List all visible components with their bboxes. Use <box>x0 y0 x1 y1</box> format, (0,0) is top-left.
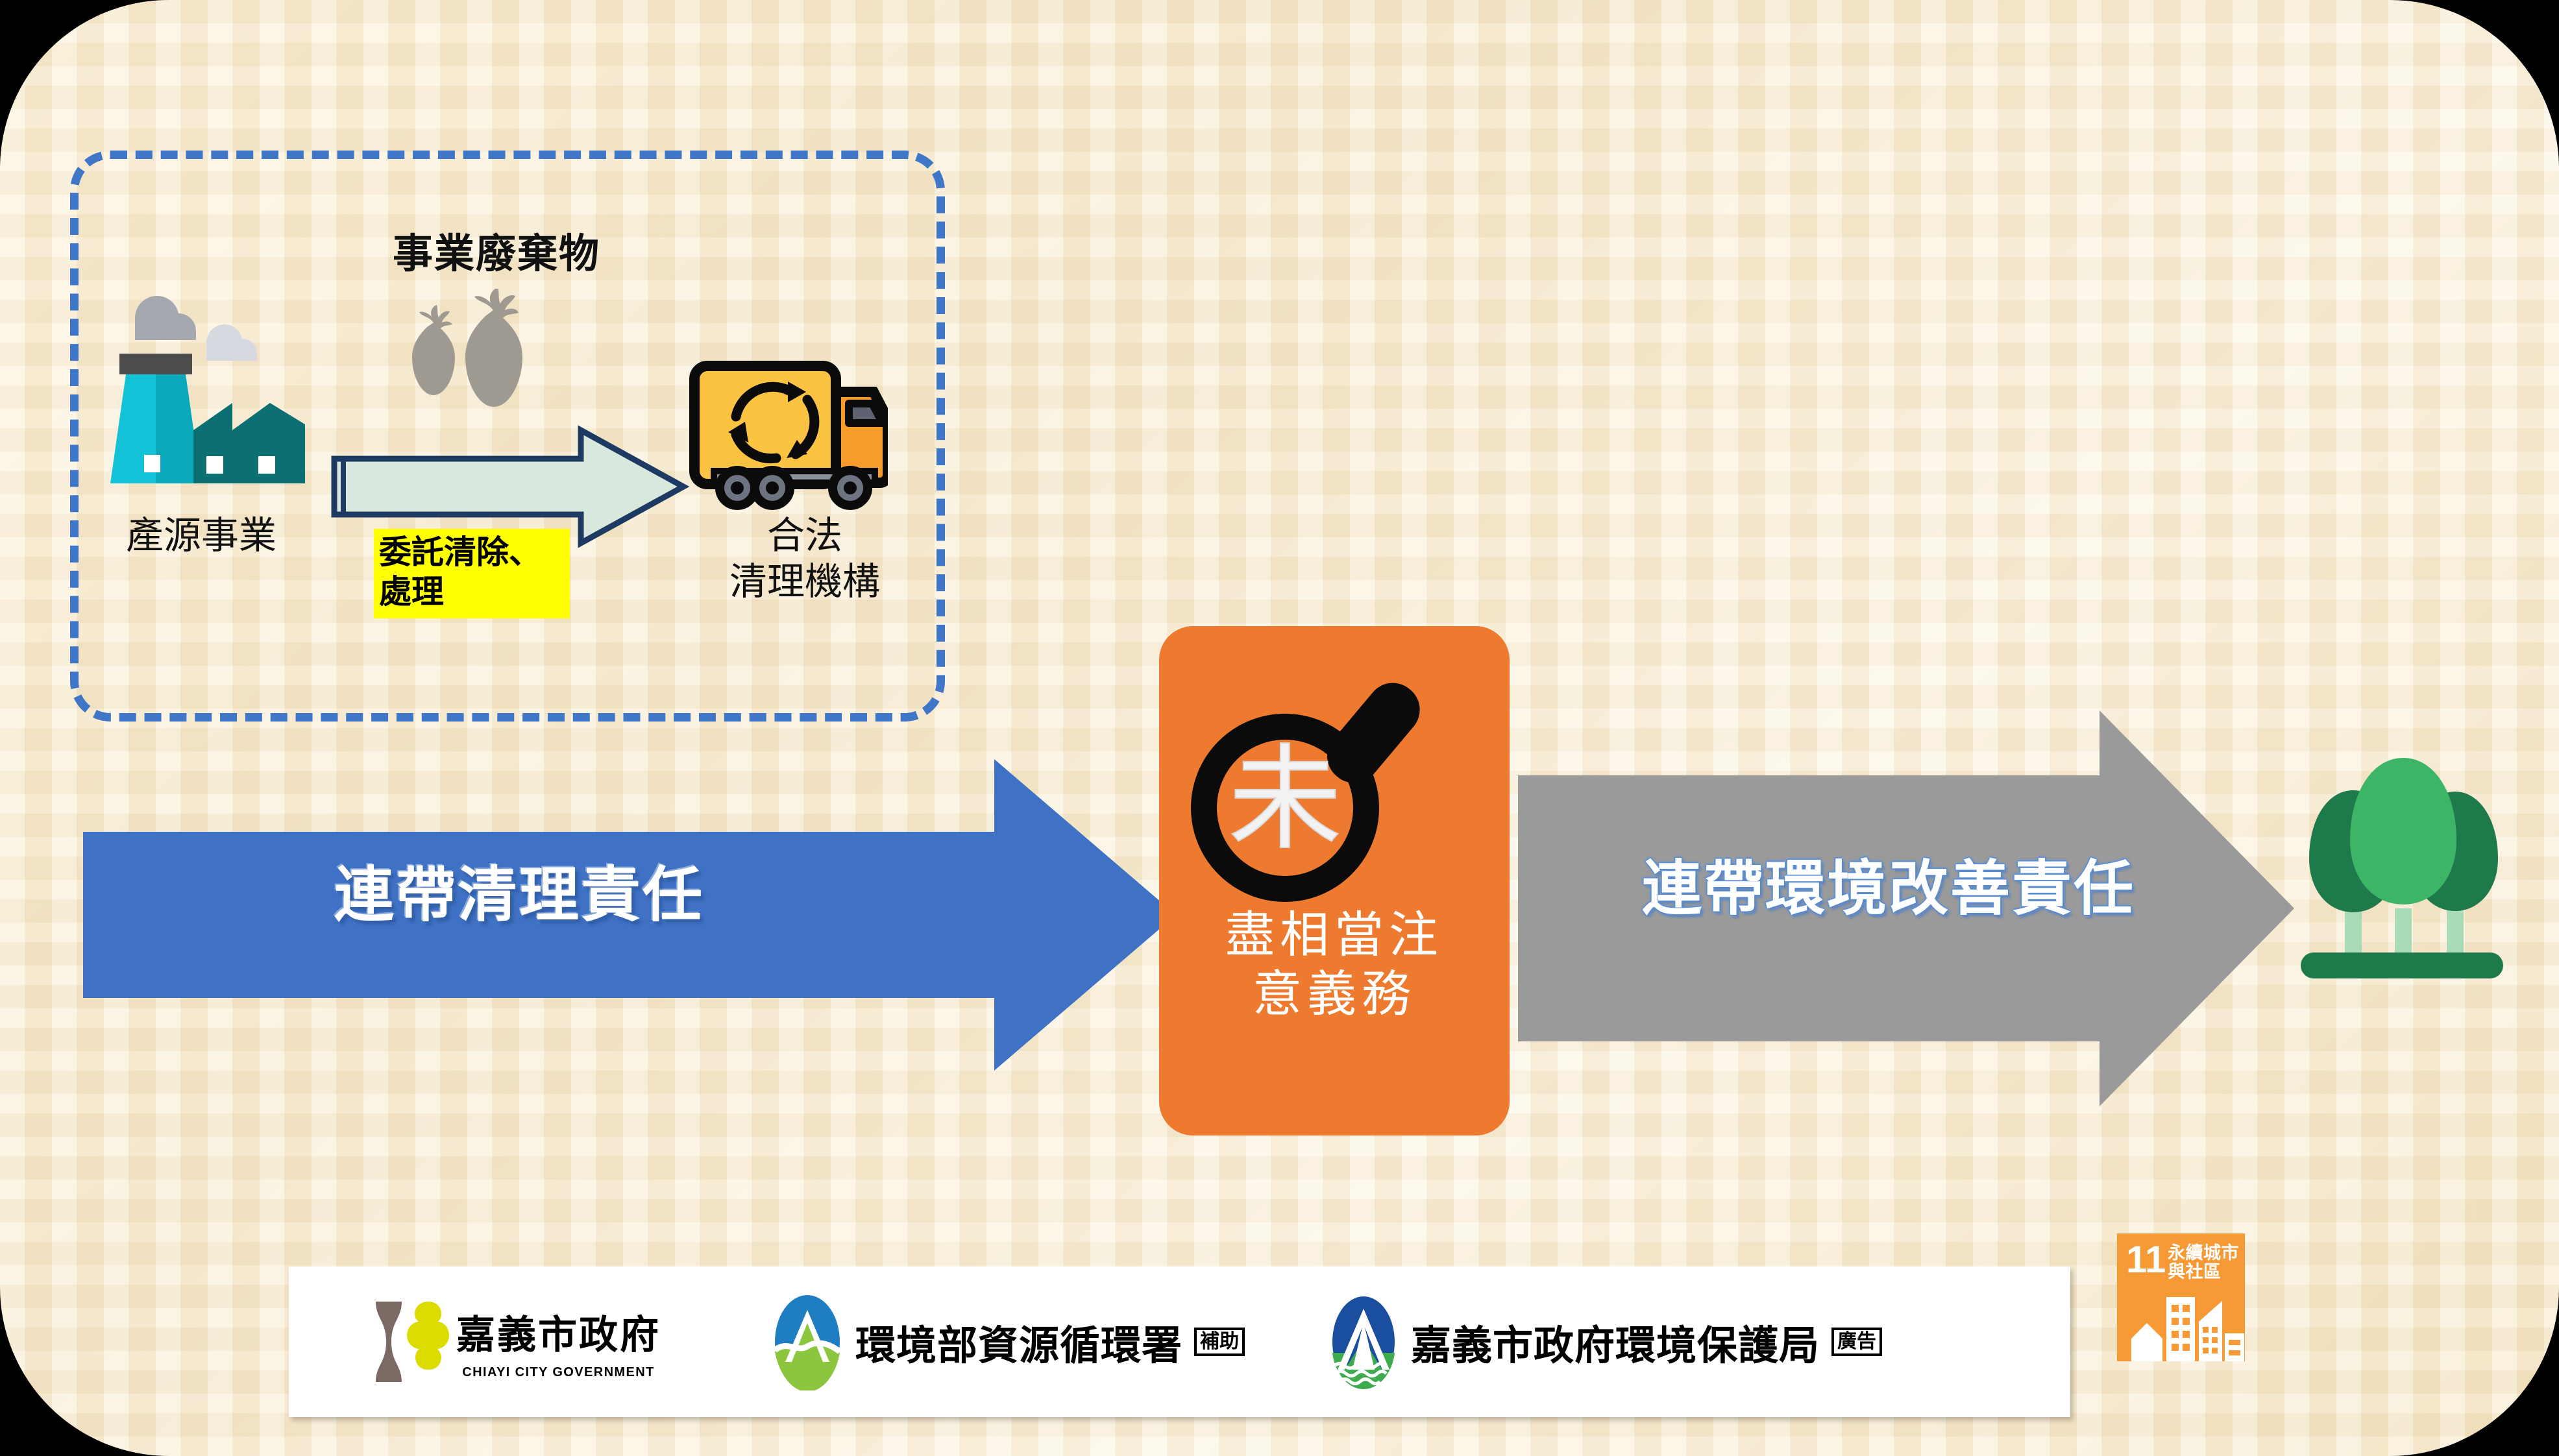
chiayi-epb-mark-icon <box>1332 1296 1395 1389</box>
source-business-label: 產源事業 <box>125 513 276 557</box>
due-diligence-label-line1: 盡相當注 <box>1225 906 1443 964</box>
logo-chiayi-epb: 嘉義市政府環境保護局 廣告 <box>1328 1267 1883 1417</box>
waste-bags-icon <box>412 289 522 407</box>
gray-arrow-shape <box>1518 710 2294 1106</box>
legal-handler-label-line2: 清理機構 <box>729 559 880 603</box>
gray-arrow-label: 連帶環境改善責任 <box>1641 854 2135 923</box>
sdg-city-icon <box>2131 1297 2244 1361</box>
recycling-truck-icon <box>689 361 888 510</box>
due-diligence-label-line2: 意義務 <box>1253 965 1416 1023</box>
magnifying-glass-icon: 未 <box>1191 683 1420 902</box>
transfer-arrow-icon <box>331 425 690 548</box>
chiayi-city-mark-icon <box>376 1302 449 1382</box>
transfer-highlight-label: 委託清除、 處理 <box>374 529 570 618</box>
sdg-11-badge: 11 永續城市 與社區 <box>2117 1233 2245 1361</box>
chiayi-government-name-en: CHIAYI CITY GOVERNMENT <box>462 1365 655 1379</box>
due-diligence-label: 盡相當注 意義務 <box>1159 905 1510 1023</box>
chiayi-epb-ad-tag: 廣告 <box>1831 1328 1883 1356</box>
logo-resource-circulation-administration: 環境部資源循環署 補助 <box>771 1267 1245 1417</box>
moenv-subsidy-tag: 補助 <box>1194 1328 1245 1356</box>
sdg-number: 11 <box>2126 1239 2166 1281</box>
logo-chiayi-city-government: 嘉義市政府 CHIAYI CITY GOVERNMENT <box>365 1267 661 1417</box>
chiayi-government-name-zh: 嘉義市政府 <box>456 1313 661 1358</box>
blue-arrow-shape <box>83 759 1176 1071</box>
blue-arrow-label: 連帶清理責任 <box>334 860 704 930</box>
sdg-label: 永續城市 與社區 <box>2168 1244 2239 1281</box>
sponsor-logo-bar: 嘉義市政府 CHIAYI CITY GOVERNMENT 環境部資源循環署 補助 <box>289 1267 2070 1417</box>
legal-handler-label: 合法 清理機構 <box>675 513 935 605</box>
sdg-label-line1: 永續城市 <box>2168 1243 2239 1263</box>
waste-title-label: 事業廢棄物 <box>392 230 600 277</box>
legal-handler-label-line1: 合法 <box>766 513 842 557</box>
moenv-mark-icon <box>773 1295 842 1390</box>
trees-icon <box>2301 758 2503 978</box>
sdg-label-line2: 與社區 <box>2168 1262 2222 1283</box>
factory-icon <box>110 296 305 483</box>
transfer-label-line2: 處理 <box>379 573 444 611</box>
waste-flow-dashed-box <box>70 151 945 722</box>
magnifier-glyph: 未 <box>1229 734 1342 866</box>
transfer-label-line1: 委託清除、 <box>379 533 541 571</box>
moenv-name-zh: 環境部資源循環署 <box>855 1322 1183 1369</box>
chiayi-epb-name-zh: 嘉義市政府環境保護局 <box>1411 1322 1820 1369</box>
